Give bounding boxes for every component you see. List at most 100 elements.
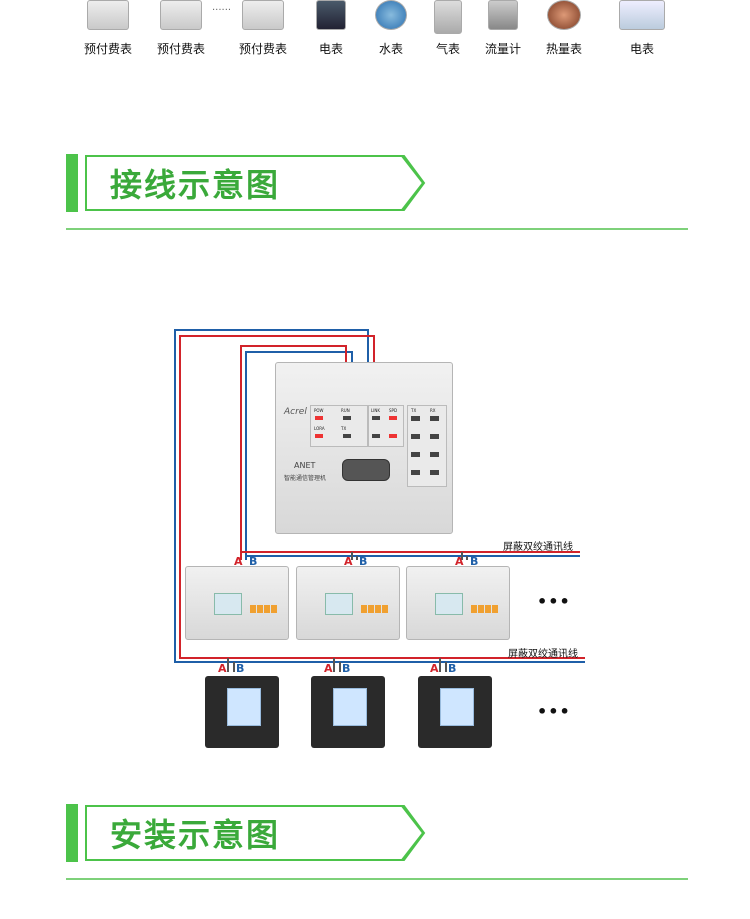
meter-display: [325, 593, 353, 615]
rail-meter: [406, 566, 510, 640]
meter-display: [214, 593, 242, 615]
panel-meter: [311, 676, 385, 748]
led-indicator: [411, 470, 420, 475]
led-indicator: [411, 434, 420, 439]
bus-b-label: B: [249, 555, 257, 568]
prepaid-meter-icon: [160, 0, 202, 30]
rail-meter: [185, 566, 289, 640]
led-indicator: [343, 416, 351, 420]
more-indicator: •••: [537, 702, 571, 721]
section-title: 安装示意图: [110, 816, 281, 854]
panel-meter: [418, 676, 492, 748]
heat-meter-icon: [547, 0, 581, 30]
led-indicator: [430, 416, 439, 421]
led-indicator: [411, 452, 420, 457]
led-indicator: [372, 416, 380, 420]
led-indicator: [389, 434, 397, 438]
led-label: LORA: [314, 426, 325, 431]
water-meter-icon: [375, 0, 407, 30]
gateway-subtitle: 智能通信管理机: [284, 475, 327, 482]
cable-caption: 屏蔽双绞通讯线: [508, 649, 578, 660]
led-group-power: POW RUN LORA TX: [310, 405, 368, 447]
led-indicator: [389, 416, 397, 420]
divider: [66, 878, 688, 880]
device-label: 水表: [378, 42, 403, 56]
meter-display: [227, 688, 261, 726]
led-indicator: [430, 470, 439, 475]
electric-meter-icon: [619, 0, 665, 30]
led-indicator: [430, 434, 439, 439]
bus-b-label: B: [470, 555, 478, 568]
led-group-txrx: TX RX: [407, 405, 447, 487]
rail-meter: [296, 566, 400, 640]
led-label: RUN: [341, 408, 350, 413]
led-label: SPD: [389, 408, 398, 413]
device-item: 气表: [418, 0, 478, 56]
ellipsis: ......: [212, 2, 232, 13]
bus-b-label: B: [342, 662, 350, 675]
more-indicator: •••: [537, 592, 571, 611]
flow-meter-icon: [488, 0, 518, 30]
arrow-frame-icon: [85, 155, 426, 211]
device-item: 电表: [301, 0, 361, 56]
led-label: RX: [430, 408, 436, 413]
meter-display: [333, 688, 367, 726]
device-label: 电表: [629, 42, 654, 56]
led-label: LINK: [371, 408, 381, 413]
gateway-device: Acrel POW RUN LORA TX LINK SPD TX RX ANE…: [275, 362, 453, 534]
bus-a-label: A: [455, 555, 464, 568]
section-header-installation: 安装示意图: [66, 804, 426, 862]
panel-meter: [205, 676, 279, 748]
section-title: 接线示意图: [110, 166, 281, 204]
led-label: TX: [411, 408, 417, 413]
led-indicator: [315, 434, 323, 438]
accent-bar: [66, 154, 78, 212]
device-item: 流量计: [473, 0, 533, 56]
device-label: 预付费表: [83, 42, 132, 56]
meter-buttons: [471, 605, 499, 613]
led-label: TX: [341, 426, 347, 431]
prepaid-meter-icon: [242, 0, 284, 30]
device-item: 预付费表: [151, 0, 211, 56]
led-indicator: [315, 416, 323, 420]
serial-port-icon: [342, 459, 390, 481]
bus-a-label: A: [430, 662, 439, 675]
bus-a-label: A: [324, 662, 333, 675]
device-label: 流量计: [484, 42, 521, 56]
brand-logo: Acrel: [284, 407, 307, 417]
led-indicator: [411, 416, 420, 421]
meter-buttons: [361, 605, 389, 613]
bus-b-label: B: [448, 662, 456, 675]
device-item: 电表: [612, 0, 672, 56]
device-item: 水表: [361, 0, 421, 56]
prepaid-meter-icon: [87, 0, 129, 30]
device-item: 热量表: [534, 0, 594, 56]
arrow-frame-icon: [85, 805, 426, 861]
led-indicator: [372, 434, 380, 438]
device-item: 预付费表: [78, 0, 138, 56]
gateway-model: ANET: [294, 461, 316, 470]
device-strip: 预付费表 预付费表 ...... 预付费表 电表 水表 气表 流量计 热量表 电…: [0, 0, 750, 70]
bus-b-label: B: [359, 555, 367, 568]
device-label: 电表: [318, 42, 343, 56]
bus-b-label: B: [236, 662, 244, 675]
section-header-wiring: 接线示意图: [66, 154, 426, 212]
meter-buttons: [250, 605, 278, 613]
bus-a-label: A: [218, 662, 227, 675]
bus-a-label: A: [344, 555, 353, 568]
meter-display: [435, 593, 463, 615]
meter-display: [440, 688, 474, 726]
cable-caption: 屏蔽双绞通讯线: [503, 542, 573, 553]
device-item: 预付费表: [233, 0, 293, 56]
led-label: POW: [314, 408, 324, 413]
device-label: 气表: [435, 42, 460, 56]
accent-bar: [66, 804, 78, 862]
device-label: 热量表: [545, 42, 582, 56]
led-indicator: [343, 434, 351, 438]
gas-meter-icon: [434, 0, 462, 34]
device-label: 预付费表: [238, 42, 287, 56]
electric-meter-icon: [316, 0, 346, 30]
divider: [66, 228, 688, 230]
led-indicator: [430, 452, 439, 457]
